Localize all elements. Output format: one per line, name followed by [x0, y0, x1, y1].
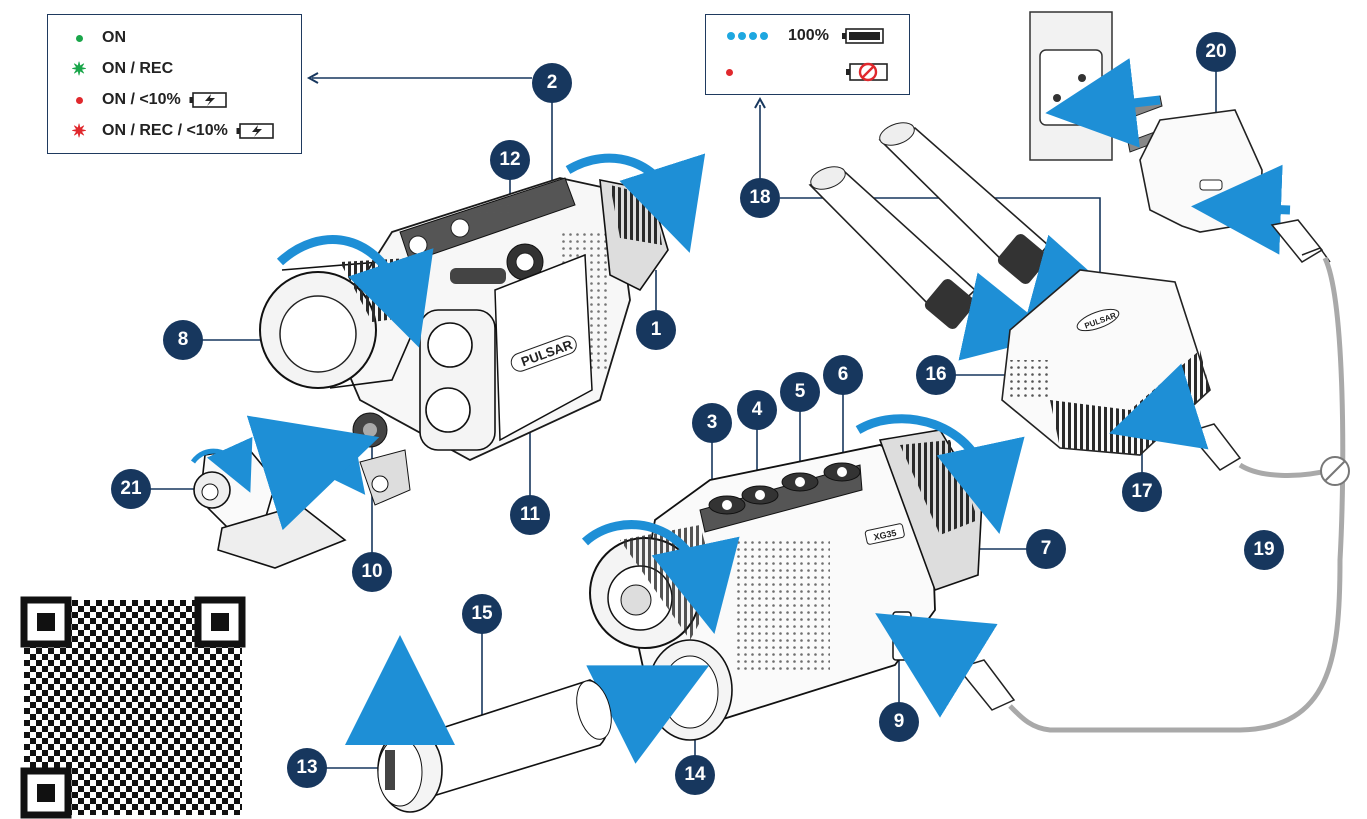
wall-socket: [1029, 11, 1113, 161]
rotate-arrow: [581, 520, 740, 634]
red-dot-icon: [726, 68, 733, 76]
battery-charging-icon: [236, 123, 274, 139]
callout-5: 5: [780, 372, 820, 412]
callout-17: 17: [1122, 472, 1162, 512]
rotate-arrow: [565, 153, 706, 253]
usb-plug: [956, 659, 1016, 711]
usb-plug: [1186, 423, 1242, 471]
qr-code: [20, 596, 246, 819]
usb-cable: [1008, 256, 1346, 733]
callout-10: 10: [352, 552, 392, 592]
plug-in-arrow: [875, 613, 998, 718]
green-blink-icon: ✷: [71, 59, 87, 79]
red-blink-icon: ✷: [71, 121, 87, 141]
battery-full-icon: [841, 28, 884, 44]
battery-error-icon: [846, 62, 888, 82]
callout-16: 16: [916, 355, 956, 395]
status-row-error: [726, 61, 891, 83]
legend-row-on-rec-low: ✷ ON / REC / <10%: [66, 119, 276, 143]
callout-9: 9: [879, 702, 919, 742]
legend-row-on: ON: [66, 26, 126, 50]
legend-label: ON / REC: [102, 60, 174, 77]
callout-8: 8: [163, 320, 203, 360]
callout-1: 1: [636, 310, 676, 350]
callout-11: 11: [510, 495, 550, 535]
pointer-icon: [754, 96, 766, 109]
callout-20: 20: [1196, 32, 1236, 72]
callout-3: 3: [692, 403, 732, 443]
plug-in-arrow: [1045, 58, 1161, 148]
plug-in-arrow: [1109, 363, 1209, 450]
rotate-arrow: [855, 414, 1025, 534]
full-charge-label: 100%: [788, 27, 829, 44]
rotate-arrow: [276, 235, 434, 348]
usb-plug: [1270, 219, 1331, 263]
legend-row-on-low: ON / <10%: [66, 88, 229, 112]
legend-label: ON: [102, 29, 126, 46]
model-text: XG35: [873, 528, 898, 543]
callout-21: 21: [111, 469, 151, 509]
battery-charger-dock: PULSAR: [1001, 269, 1211, 456]
led-status-legend: ON ✷ ON / REC ON / <10% ✷ ON / REC / <10…: [47, 14, 302, 154]
callout-19: 19: [1244, 530, 1284, 570]
attach-arrow: [246, 415, 380, 531]
charger-status-legend: 100%: [705, 14, 910, 95]
callout-7: 7: [1026, 529, 1066, 569]
rotate-arrow: [314, 435, 366, 495]
red-dot-icon: [75, 96, 83, 104]
mount-adapter: [193, 447, 347, 569]
green-dot-icon: [75, 34, 83, 42]
insert-arrow: [586, 665, 710, 764]
callout-15: 15: [462, 594, 502, 634]
status-row-full: 100%: [726, 27, 885, 45]
callout-12: 12: [490, 140, 530, 180]
blue-dots-icon: [727, 32, 768, 40]
legend-label: ON / REC / <10%: [102, 122, 228, 139]
battery-charging-icon: [189, 92, 227, 108]
insert-arrow: [958, 272, 1056, 361]
callout-14: 14: [675, 755, 715, 795]
callout-18: 18: [740, 178, 780, 218]
rotate-arrow: [190, 436, 253, 493]
callout-4: 4: [737, 390, 777, 430]
legend-label: ON / <10%: [102, 91, 181, 108]
pointer-icon: [306, 72, 319, 84]
callout-6: 6: [823, 355, 863, 395]
callout-2: 2: [532, 63, 572, 103]
usb-cable-branch: [1238, 462, 1331, 478]
legend-row-on-rec: ✷ ON / REC: [66, 57, 173, 81]
plug-in-arrow: [1191, 164, 1291, 255]
callout-13: 13: [287, 748, 327, 788]
battery-with-cap: [377, 679, 612, 813]
